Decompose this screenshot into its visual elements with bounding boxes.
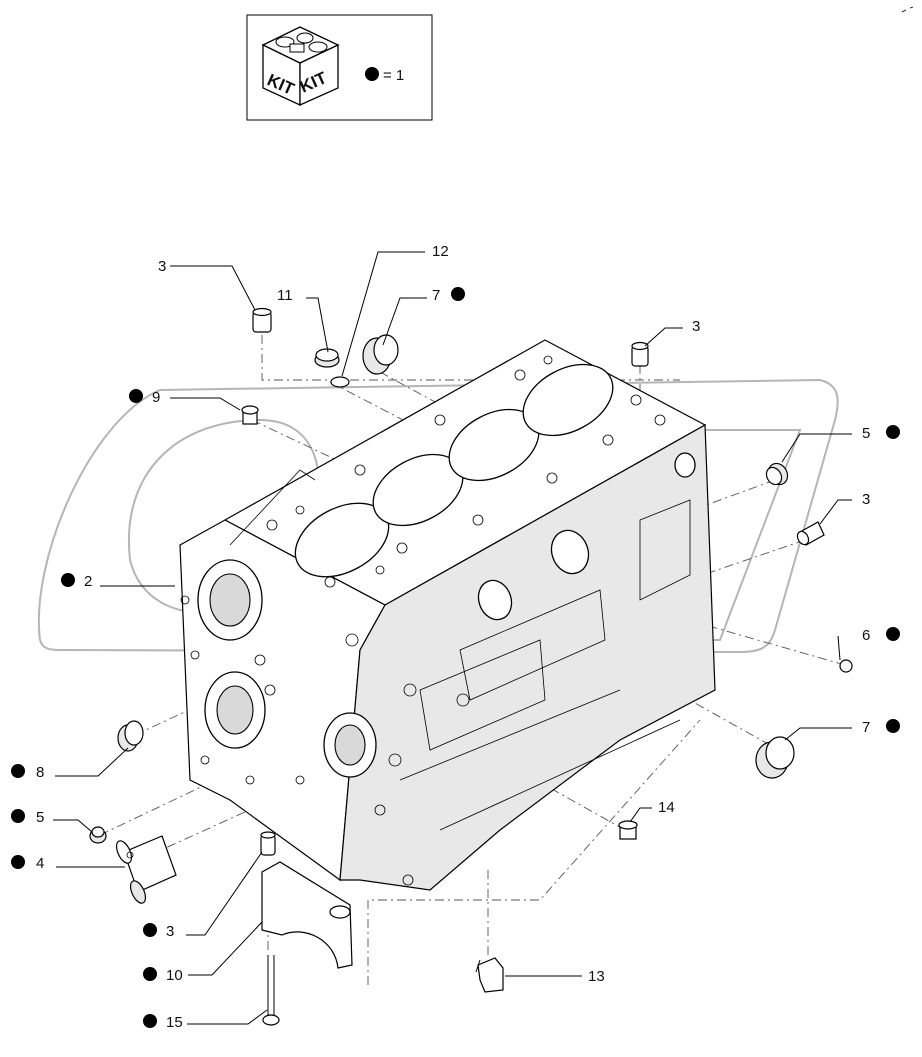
bearing-cap-10 [261,861,353,969]
o-ring-12 [330,376,350,388]
callout-3: 3 [692,318,700,335]
callout-10: 10 [166,967,183,984]
kit-dot-icon [143,1014,157,1028]
callout-3: 3 [862,491,870,508]
fitting-13 [475,957,504,993]
dowel-pin-3-bottom [260,831,276,856]
callouts: 3 11 12 7 3 9 5 3 2 6 7 8 5 14 4 3 10 13… [11,243,900,1031]
kit-dot-icon [886,627,900,641]
kit-dot-icon [11,855,25,869]
callout-6: 6 [862,627,870,644]
plug-6 [839,659,853,673]
dowel-pin-3-top-left [252,307,272,333]
callout-9: 9 [152,389,160,406]
callout-7: 7 [862,719,870,736]
cylinder-bore-4 [522,363,614,437]
kit-dot-icon [143,923,157,937]
callout-11: 11 [277,287,293,304]
callout-13: 13 [588,968,605,985]
callout-3: 3 [158,258,166,275]
kit-box-icon: KIT KIT [261,26,340,107]
callout-5: 5 [862,425,870,442]
plug-9 [241,405,259,425]
callout-2: 2 [84,573,92,590]
kit-dot-icon [61,573,75,587]
kit-dot-icon [365,67,379,81]
dowel-pin-3-right [796,521,825,546]
leader-lines [53,251,852,1025]
kit-dot-icon [129,389,143,403]
callout-4: 4 [36,855,44,872]
kit-dot-icon [886,719,900,733]
callout-3: 3 [166,923,174,940]
kit-legend: KIT KIT = 1 [246,14,433,121]
callout-8: 8 [36,764,44,781]
kit-equals-text: = 1 [383,67,404,84]
kit-dot-icon [886,425,900,439]
callout-7: 7 [432,287,440,304]
dowel-pin-3-top-right [631,341,649,367]
plug-5-left [89,826,107,844]
plug-11 [314,348,340,368]
bushing-8 [117,720,144,752]
kit-dot-icon [11,809,25,823]
kit-dot-icon [143,967,157,981]
plug-5-right [765,462,789,486]
kit-dot-icon [11,764,25,778]
seal-cup-7-top [362,334,399,375]
seal-cup-7-right [755,736,795,779]
engine-block [179,339,716,891]
bushing-4 [115,835,177,904]
callout-15: 15 [166,1014,183,1031]
parts [89,307,853,1026]
corner-mark [901,6,914,13]
callout-5: 5 [36,809,44,826]
plug-14 [618,820,638,840]
bolt-15 [262,955,280,1026]
callout-14: 14 [658,799,675,816]
callout-12: 12 [432,243,449,260]
kit-dot-icon [451,287,465,301]
